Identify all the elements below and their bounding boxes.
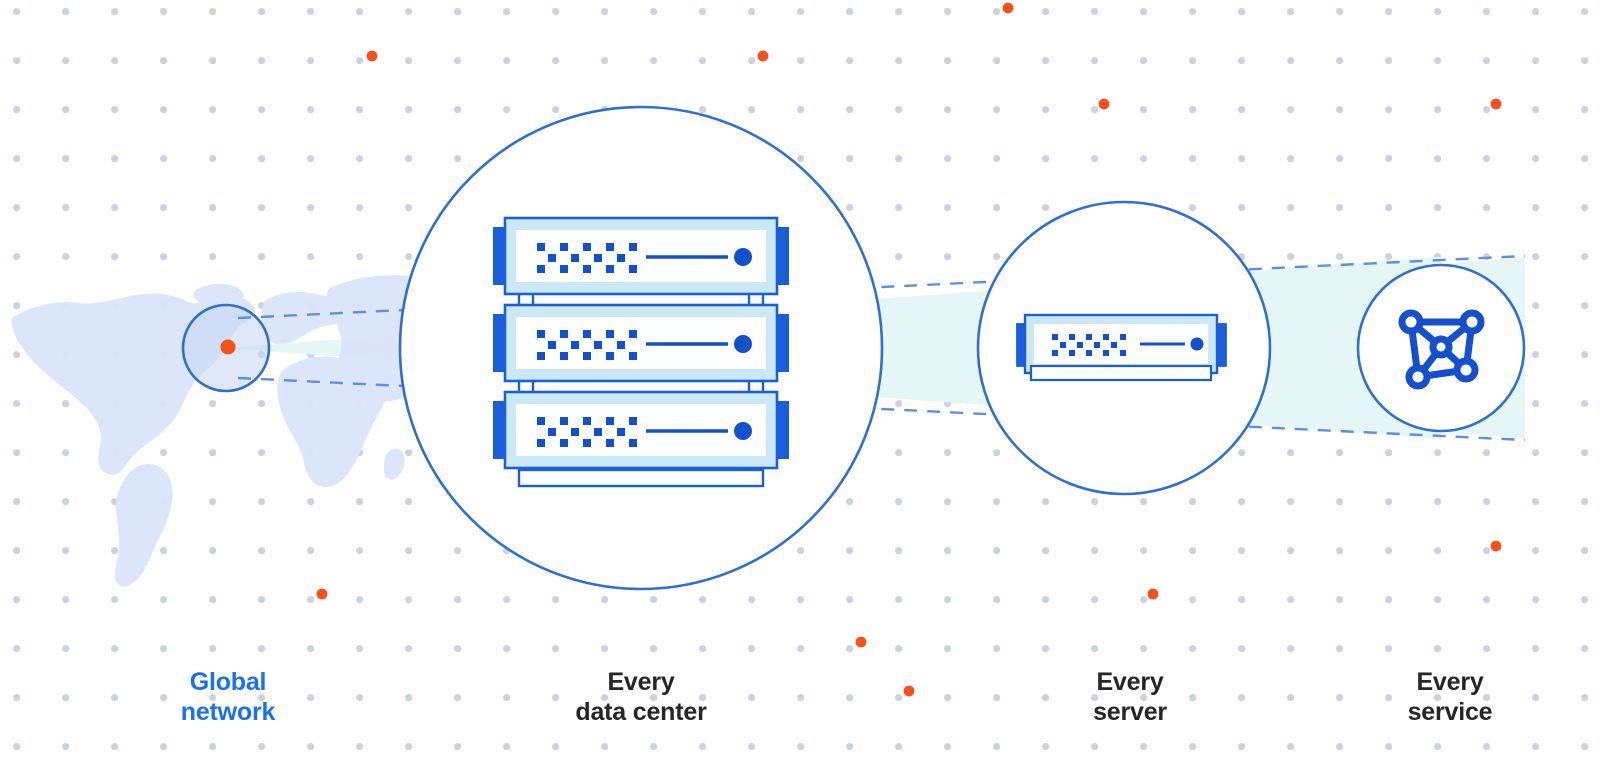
accent-dots <box>316 2 1502 697</box>
rack-port-grid <box>537 330 637 360</box>
server-rack-icon <box>493 216 789 488</box>
server-base-plate <box>1029 364 1213 382</box>
stage-label-every-server: Every server <box>1093 668 1167 726</box>
rack-base-plate <box>517 468 765 488</box>
map-location-marker <box>220 339 236 355</box>
stage-label-global-network: Global network <box>180 668 276 726</box>
stage-label-every-data-center: Every data center <box>575 668 707 726</box>
rack-port-grid <box>537 417 637 447</box>
rack-port-grid <box>537 243 637 273</box>
map-focus-circle <box>181 303 271 393</box>
server-port-grid <box>1052 334 1126 356</box>
network-node-dots <box>1398 309 1485 390</box>
stage-label-every-service: Every service <box>1407 668 1493 726</box>
rack-unit <box>493 216 789 296</box>
rack-unit <box>493 303 789 383</box>
rack-unit <box>493 390 789 470</box>
server-unit-icon <box>1016 313 1227 382</box>
